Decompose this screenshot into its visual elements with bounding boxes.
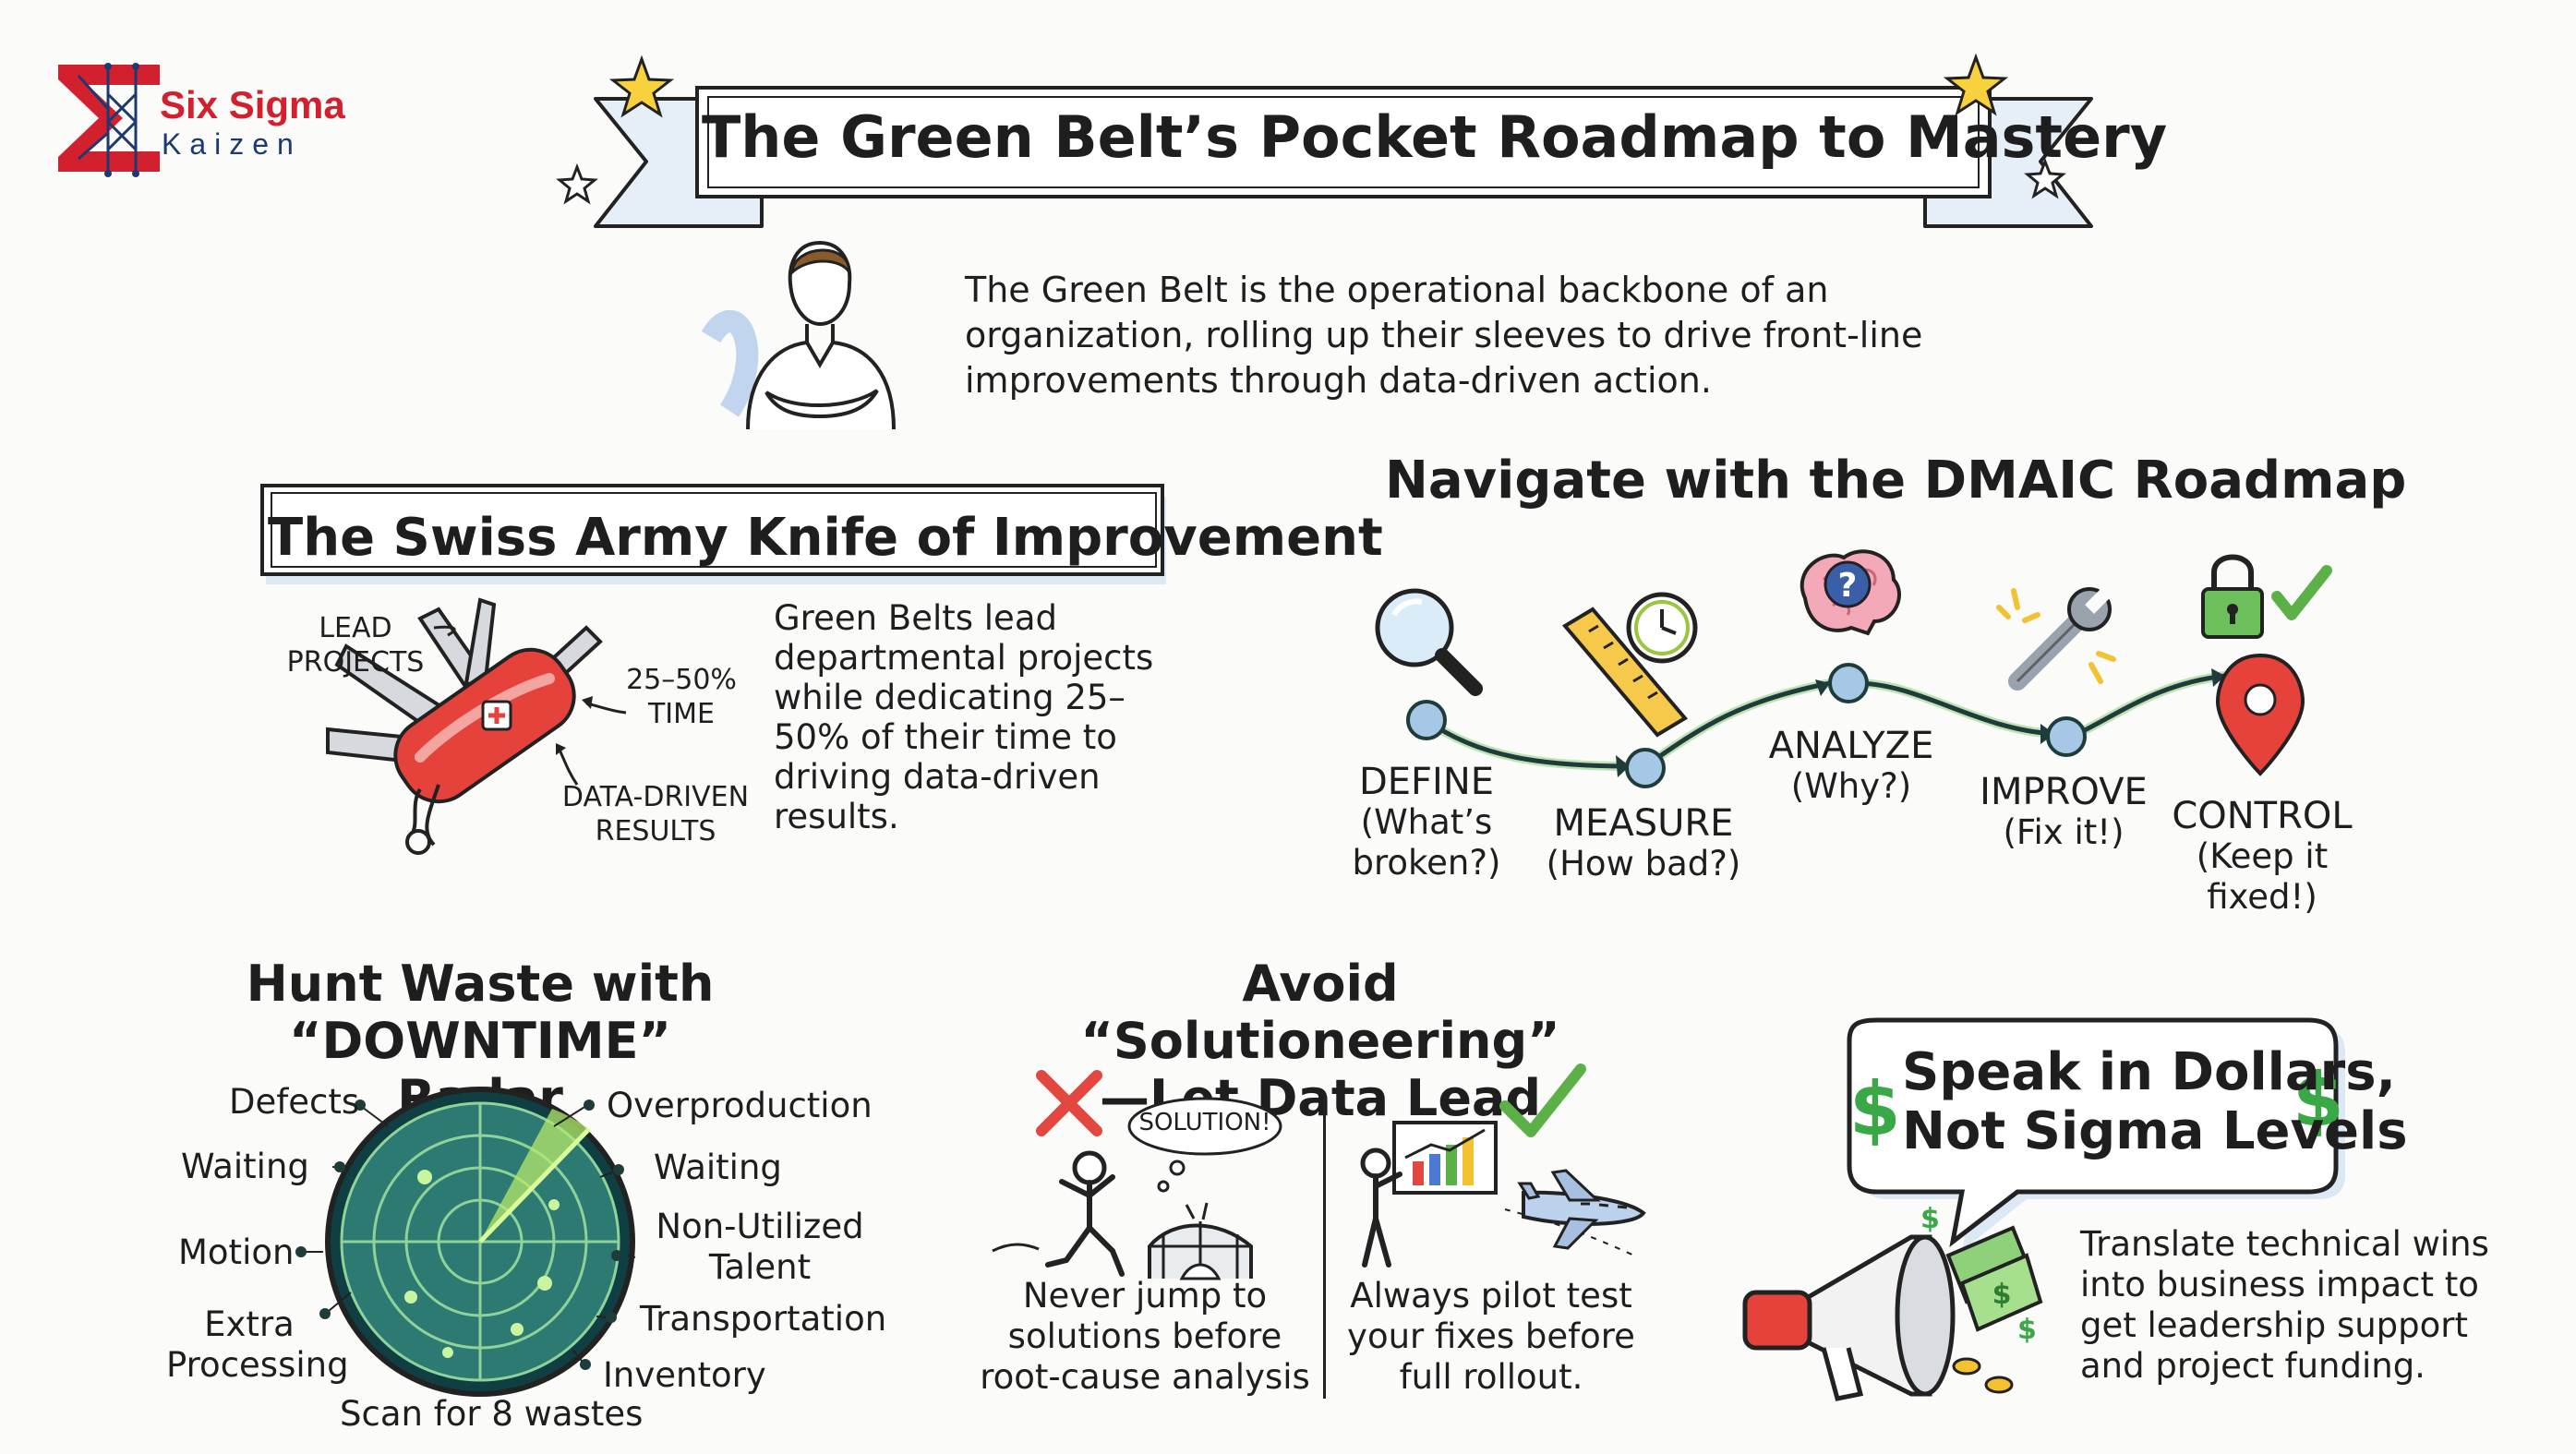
pilot-test-icon: [1360, 1121, 1646, 1268]
waste-motion: Motion: [178, 1232, 295, 1272]
solution-bubble: [1127, 1097, 1282, 1193]
waste-waiting-left: Waiting: [181, 1147, 309, 1186]
waste-non-utilized-talent: Non-Utilized Talent: [656, 1207, 864, 1287]
logo-line1: Six Sigma: [160, 83, 345, 126]
dollars-heading: Speak in Dollars, Not Sigma Levels: [1902, 1042, 2408, 1161]
waste-overproduction: Overproduction: [607, 1086, 873, 1125]
jumping-person-icon: [992, 1150, 1253, 1280]
svg-text:$: $: [2017, 1314, 2037, 1346]
dollars-speech-bubble: [1847, 1017, 2345, 1251]
logo: Six Sigma Kaizen: [51, 57, 383, 182]
lock-check-pin-icon: [2201, 554, 2332, 776]
intro-text: The Green Belt is the operational backbo…: [965, 270, 1923, 401]
green-belt-person-icon: [701, 240, 896, 430]
star-icon: [556, 162, 598, 205]
dollar-sign-right: $: [2293, 1057, 2344, 1143]
sigma-logo-icon: [58, 63, 160, 177]
solution-heading: Avoid “Solutioneering” —Let Data Lead: [1080, 955, 1560, 1127]
star-icon: [1943, 53, 2009, 116]
waste-inventory: Inventory: [603, 1355, 766, 1395]
dmaic-step-control: CONTROL (Keep it fixed!): [2172, 795, 2353, 917]
waste-defects: Defects: [229, 1082, 360, 1122]
dmaic-path: [1406, 663, 2226, 788]
dmaic-heading: Navigate with the DMAIC Roadmap: [1385, 451, 2407, 511]
dmaic-step-measure: MEASURE (How bad?): [1546, 802, 1741, 883]
wrench-icon: [1996, 586, 2116, 691]
magnifier-icon: [1375, 588, 1483, 696]
svg-text:$: $: [1920, 1203, 1940, 1235]
waste-extra-processing: Extra Processing: [166, 1304, 349, 1385]
dmaic-step-define: DEFINE (What’s broken?): [1352, 761, 1501, 883]
callout-data-driven: DATA-DRIVEN RESULTS: [561, 781, 750, 847]
solution-divider: [1323, 1094, 1326, 1399]
solution-right-caption: Always pilot test your fixes before full…: [1347, 1276, 1635, 1397]
svg-text:$: $: [1992, 1279, 2012, 1311]
radar-caption: Scan for 8 wastes: [340, 1394, 644, 1434]
callout-lead-projects: LEAD PROJECTS: [286, 612, 425, 679]
title-banner: [594, 86, 2093, 228]
swiss-description: Green Belts lead departmental projects w…: [774, 598, 1154, 836]
ruler-clock-icon: [1561, 592, 1698, 738]
solution-bubble-text: SOLUTION!: [1138, 1109, 1271, 1136]
swiss-heading-frame: [260, 484, 1166, 584]
dollars-description: Translate technical wins into business i…: [2080, 1224, 2489, 1386]
red-x-icon: [1036, 1070, 1102, 1136]
callout-arrows: [433, 625, 627, 786]
dmaic-step-improve: IMPROVE (Fix it!): [1980, 771, 2148, 852]
star-icon: [2024, 157, 2066, 199]
waste-waiting-right: Waiting: [654, 1148, 782, 1187]
dmaic-step-analyze: ANALYZE (Why?): [1768, 725, 1934, 806]
radar-scope: [325, 1087, 635, 1397]
logo-line2: Kaizen: [162, 127, 302, 161]
green-check-icon: [1499, 1063, 1586, 1137]
swiss-heading: The Swiss Army Knife of Improvement: [268, 508, 1383, 568]
svg-text:?: ?: [1838, 567, 1858, 605]
swiss-army-knife-icon: [326, 597, 603, 855]
page-title: The Green Belt’s Pocket Roadmap to Maste…: [702, 103, 2168, 171]
star-icon: [608, 54, 675, 118]
solution-left-caption: Never jump to solutions before root-caus…: [980, 1276, 1310, 1397]
brain-question-icon: ?: [1800, 549, 1901, 636]
megaphone-money-icon: $ $ $: [1742, 1203, 2043, 1401]
waste-transportation: Transportation: [640, 1299, 887, 1339]
radar-leaders: [295, 1100, 636, 1370]
dollar-sign-left: $: [1849, 1066, 1901, 1152]
callout-time: 25–50% TIME: [626, 664, 737, 730]
